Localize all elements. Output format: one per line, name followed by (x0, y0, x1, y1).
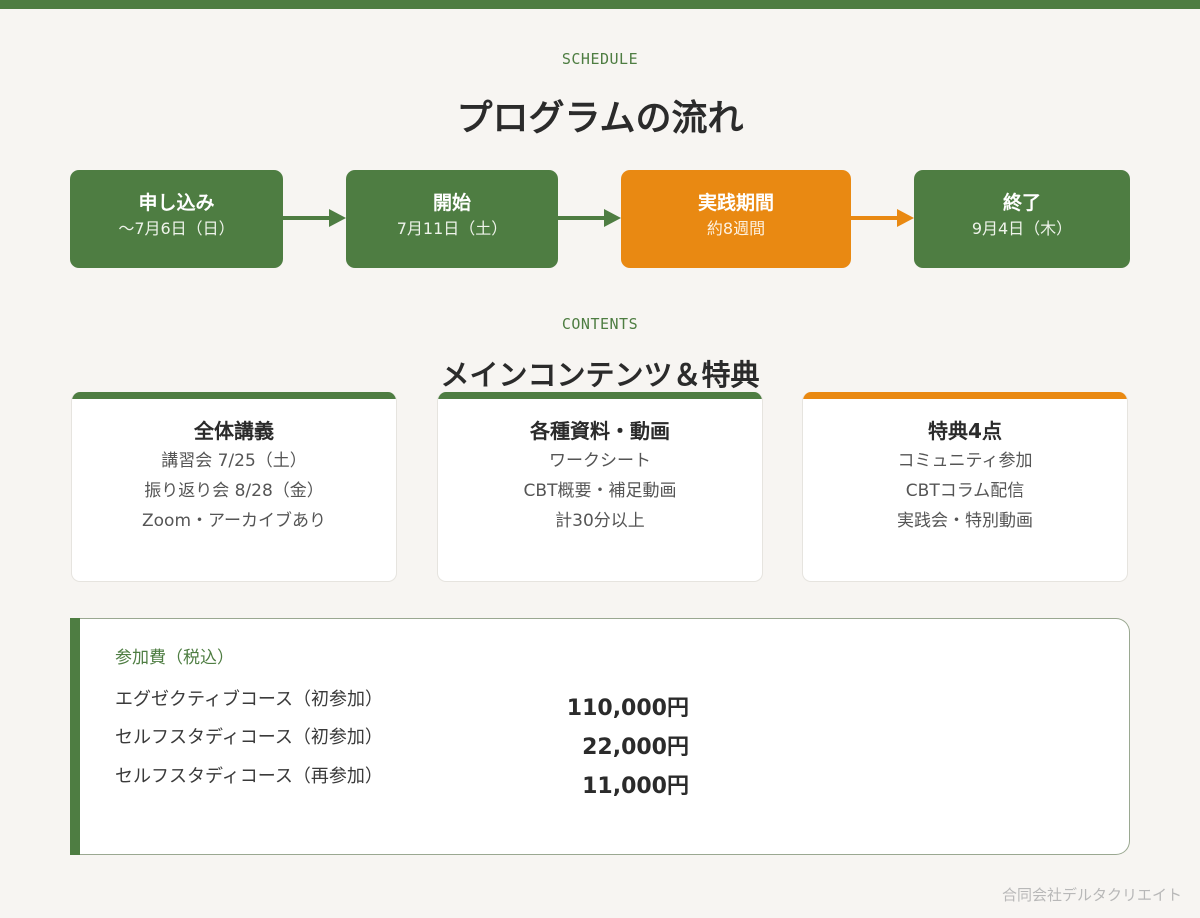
fees-label: 参加費（税込） (115, 648, 234, 668)
step-date: 7月11日（土） (396, 219, 508, 238)
contents-title: メインコンテンツ＆特典 (440, 358, 760, 392)
card-accent-bar (803, 392, 1127, 399)
fee-course-name: セルフスタディコース（初参加） (115, 727, 383, 748)
card-line: 実践会・特別動画 (897, 511, 1033, 531)
fee-price: 22,000円 (582, 735, 689, 760)
fee-price: 110,000円 (566, 696, 689, 721)
card-line: 講習会 7/25（土） (161, 451, 307, 471)
top-accent-bar (0, 0, 1200, 9)
company-name: 合同会社デルタクリエイト (1001, 886, 1182, 904)
step-title: 実践期間 (697, 192, 774, 214)
fees-box: 参加費（税込） エグゼクティブコース（初参加） 110,000円 セルフスタディ… (70, 618, 1130, 855)
fee-price: 11,000円 (582, 774, 689, 799)
step-apply: 申し込み ～7月6日（日） (70, 170, 283, 268)
card-line: 計30分以上 (555, 511, 645, 531)
card-title: 特典4点 (928, 419, 1002, 443)
schedule-eyebrow: SCHEDULE (561, 50, 639, 68)
step-date: 9月4日（木） (971, 219, 1073, 238)
arrow-right-icon (283, 209, 346, 227)
fee-course-name: セルフスタディコース（再参加） (115, 766, 383, 787)
card-line: Zoom・アーカイブあり (142, 511, 326, 531)
arrow-right-icon (558, 209, 621, 227)
fees-accent-stripe (70, 618, 80, 855)
schedule-title: プログラムの流れ (456, 98, 744, 139)
step-practice: 実践期間 約8週間 (621, 170, 851, 268)
card-line: コミュニティ参加 (897, 451, 1033, 471)
card-accent-bar (438, 392, 762, 399)
card-title: 各種資料・動画 (530, 419, 670, 443)
card-materials: 各種資料・動画 ワークシート CBT概要・補足動画 計30分以上 (437, 392, 763, 582)
card-line: ワークシート (549, 451, 651, 471)
contents-eyebrow: CONTENTS (561, 315, 639, 333)
step-start: 開始 7月11日（土） (346, 170, 558, 268)
card-line: CBT概要・補足動画 (523, 481, 677, 501)
card-title: 全体講義 (194, 419, 274, 443)
arrow-right-icon (851, 209, 914, 227)
card-line: 振り返り会 8/28（金） (144, 481, 324, 501)
step-title: 開始 (432, 192, 471, 214)
step-end: 終了 9月4日（木） (914, 170, 1130, 268)
fee-course-name: エグゼクティブコース（初参加） (115, 689, 384, 710)
card-lectures: 全体講義 講習会 7/25（土） 振り返り会 8/28（金） Zoom・アーカイ… (71, 392, 397, 582)
step-title: 終了 (1002, 192, 1041, 214)
step-duration: 約8週間 (706, 219, 766, 238)
card-accent-bar (72, 392, 396, 399)
card-bonuses: 特典4点 コミュニティ参加 CBTコラム配信 実践会・特別動画 (802, 392, 1128, 582)
card-line: CBTコラム配信 (905, 481, 1025, 501)
step-date: ～7月6日（日） (118, 219, 235, 238)
step-title: 申し込み (138, 192, 215, 214)
